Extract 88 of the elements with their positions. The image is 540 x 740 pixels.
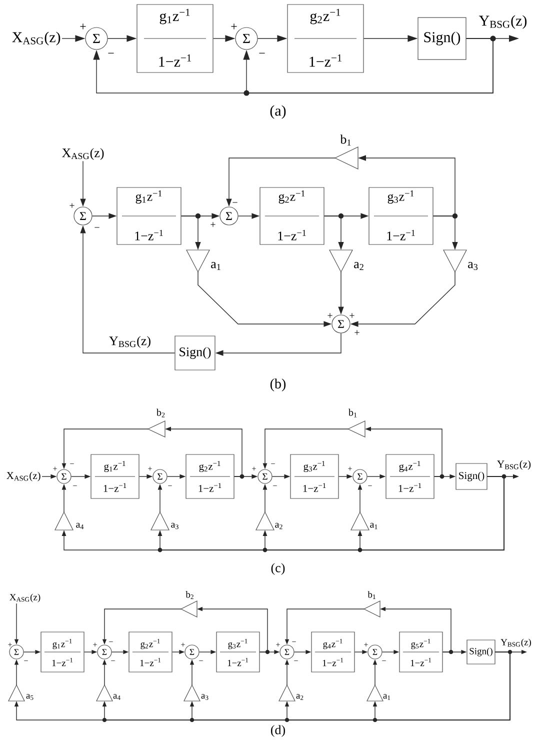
quantizer-box: Sign() <box>466 640 496 664</box>
polarity-sign: − <box>294 660 298 661</box>
summing-junction: Σ <box>85 27 108 50</box>
polarity-sign: + <box>276 642 280 646</box>
polarity-sign: + <box>8 642 12 646</box>
polarity-sign: − <box>111 660 115 661</box>
gain-label: a$_{3}$ <box>171 522 178 530</box>
subfigure-caption: (a) <box>270 105 286 119</box>
polarity-sign: + <box>231 24 237 30</box>
quantizer-box: Sign() <box>456 463 488 490</box>
transfer-function-box: g$_{3}$z$^{−1}$ 1−z$^{−1}$ <box>368 187 434 245</box>
gain-label: a$_{2}$ <box>354 262 364 270</box>
quantizer-box: Sign() <box>174 336 216 370</box>
polarity-sign: − <box>94 227 100 228</box>
output-label: Y$_{BSG}$(z) <box>500 638 532 648</box>
signal-arrow <box>243 38 494 94</box>
input-label: X$_{ASG}$(z) <box>62 148 104 160</box>
output-label: Y$_{BSG}$(z) <box>108 336 152 348</box>
summing-junction: Σ <box>352 469 368 484</box>
signal-arrow <box>372 652 510 720</box>
polarity-sign: − <box>259 52 265 54</box>
gain-label: a$_{4}$ <box>76 522 84 530</box>
polarity-sign: + <box>148 466 152 470</box>
summing-junction: Σ <box>235 27 258 50</box>
subfigure-caption: (c) <box>271 563 285 575</box>
polarity-sign: + <box>210 222 216 227</box>
summing-junction: Σ <box>74 206 92 226</box>
gain-label: b$_{1}$ <box>368 591 376 599</box>
summing-junction: Σ <box>152 469 168 484</box>
input-label: X$_{ASG}$(z) <box>10 594 40 602</box>
transfer-function-box: g$_{4}$z$^{−1}$ 1−z$^{−1}$ <box>311 632 355 672</box>
polarity-sign: + <box>350 313 354 318</box>
summing-junction: Σ <box>97 644 112 660</box>
gain-label: a$_{2}$ <box>275 522 282 530</box>
polarity-sign: − <box>382 660 386 661</box>
transfer-function-box: g$_{3}$z$^{−1}$ 1−z$^{−1}$ <box>216 632 260 672</box>
gain-label: a$_{3}$ <box>201 694 208 700</box>
transfer-function-box: g$_{5}$z$^{−1}$ 1−z$^{−1}$ <box>399 632 443 672</box>
polarity-sign: + <box>181 642 185 646</box>
summing-junction: Σ <box>368 644 382 660</box>
gain-label: b$_{1}$ <box>340 134 351 146</box>
polarity-sign: + <box>93 642 97 646</box>
polarity-sign: + <box>252 466 256 470</box>
transfer-function-box: g$_{2}$z$^{−1}$ 1−z$^{−1}$ <box>128 632 172 672</box>
input-label: X$_{ASG}$(z) <box>12 32 60 46</box>
gain-label: b$_{2}$ <box>156 408 165 418</box>
summing-junction: Σ <box>332 314 350 334</box>
gain-label: a$_{1}$ <box>383 694 390 700</box>
transfer-function-box: g$_{1}$z$^{−1}$ 1−z$^{−1}$ <box>90 454 140 499</box>
polarity-sign: + <box>348 466 352 470</box>
transfer-function-box: g$_{4}$z$^{−1}$ 1−z$^{−1}$ <box>386 454 434 499</box>
polarity-sign: + <box>328 313 332 318</box>
gain-label: a$_{4}$ <box>113 694 120 700</box>
subfigure-caption: (b) <box>270 378 286 392</box>
gain-label: a$_{5}$ <box>26 694 34 700</box>
gain-label: a$_{3}$ <box>468 262 478 270</box>
summing-junction: Σ <box>280 644 294 660</box>
signal-arrow <box>358 476 504 550</box>
polarity-sign: + <box>80 24 86 30</box>
summing-junction: Σ <box>184 644 200 660</box>
gain-label: b$_{1}$ <box>348 408 357 418</box>
polarity-sign: + <box>53 466 57 470</box>
gain-label: a$_{2}$ <box>296 694 304 700</box>
transfer-function-box: g$_{1}$z$^{−1}$ 1−z$^{−1}$ <box>116 187 182 245</box>
polarity-sign: + <box>354 330 360 335</box>
polarity-sign: + <box>364 642 368 646</box>
input-label: X$_{ASG}$(z) <box>6 472 40 482</box>
output-label: Y$_{BSG}$(z) <box>478 14 528 30</box>
transfer-function-box: g$_{1}$z$^{−1}$ 1−z$^{−1}$ <box>40 632 84 672</box>
gain-label: b$_{2}$ <box>186 591 194 599</box>
gain-label: a$_{1}$ <box>211 262 220 270</box>
summing-junction: Σ <box>220 206 238 226</box>
quantizer-box: Sign() <box>418 17 466 60</box>
transfer-function-box: g$_{2}$z$^{−1}$ 1−z$^{−1}$ <box>287 4 364 73</box>
transfer-function-box: g$_{2}$z$^{−1}$ 1−z$^{−1}$ <box>186 454 234 499</box>
transfer-function-box: g$_{1}$z$^{−1}$ 1−z$^{−1}$ <box>136 4 214 73</box>
subfigure-caption: (d) <box>270 725 285 737</box>
polarity-sign: + <box>70 203 74 208</box>
output-label: Y$_{BSG}$(z) <box>496 460 532 470</box>
polarity-sign: − <box>24 660 28 661</box>
gain-label: a$_{1}$ <box>370 522 378 530</box>
polarity-sign: − <box>108 52 114 54</box>
summing-junction: Σ <box>258 469 272 484</box>
polarity-sign: − <box>199 660 203 661</box>
transfer-function-box: g$_{2}$z$^{−1}$ 1−z$^{−1}$ <box>260 187 324 245</box>
summing-junction: Σ <box>56 469 72 484</box>
transfer-function-box: g$_{3}$z$^{−1}$ 1−z$^{−1}$ <box>290 454 339 499</box>
polarity-sign: − <box>232 202 238 203</box>
